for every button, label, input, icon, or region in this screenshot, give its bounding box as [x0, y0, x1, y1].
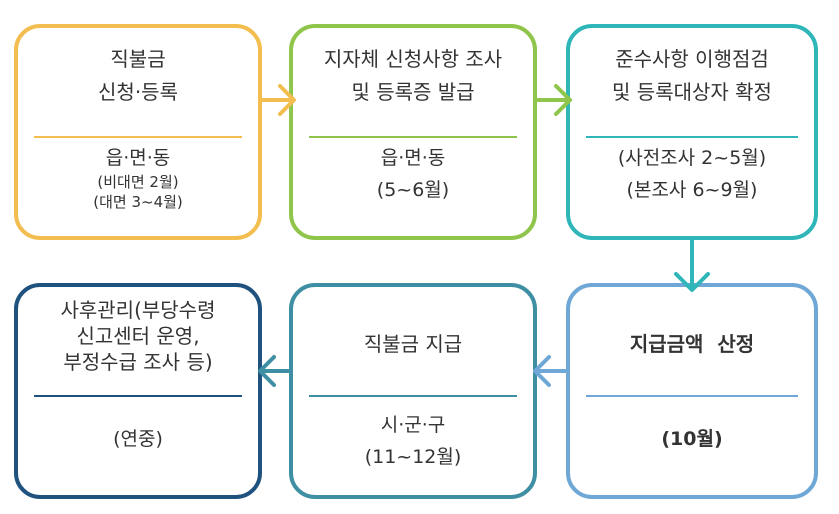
step-2-period: (5~6월)	[376, 178, 450, 201]
step-1-details: 읍·면·동 (비대면 2월) (대면 3~4월)	[18, 146, 258, 212]
step-5-title: 직불금 지급	[363, 332, 463, 356]
step-2-box: 지자체 신청사항 조사 및 등록증 발급 읍·면·동 (5~6월)	[289, 24, 537, 240]
step-6-box: 사후관리(부당수령 신고센터 운영, 부정수급 조사 등) (연중)	[14, 283, 262, 499]
step-1-title-line1: 직불금	[110, 47, 166, 71]
step-6-title: 사후관리(부당수령 신고센터 운영, 부정수급 조사 등)	[18, 297, 258, 375]
step-3-title: 준수사항 이행점검 및 등록대상자 확정	[570, 46, 814, 106]
step-2-divider	[309, 136, 517, 138]
step-4-divider	[586, 395, 798, 397]
step-3-divider	[586, 136, 798, 138]
step-6-title-line1: 사후관리(부당수령	[60, 298, 216, 322]
step-5-box: 직불금 지급 시·군·구 (11~12월)	[289, 283, 537, 499]
step-4-box: 지급금액 산정 (10월)	[566, 283, 818, 499]
step-2-title: 지자체 신청사항 조사 및 등록증 발급	[293, 46, 533, 106]
step-6-divider	[34, 395, 242, 397]
step-1-agency: 읍·면·동	[105, 147, 171, 169]
step-1-title-line2: 신청·등록	[98, 80, 178, 104]
step-4-title: 지급금액 산정	[629, 332, 755, 356]
step-3-title-line1: 준수사항 이행점검	[615, 47, 769, 71]
step-2-title-line1: 지자체 신청사항 조사	[323, 47, 503, 71]
step-1-title: 직불금 신청·등록	[18, 46, 258, 106]
step-5-agency: 시·군·구	[380, 414, 446, 436]
step-3-period-line2: (본조사 6~9월)	[626, 178, 758, 201]
step-1-box: 직불금 신청·등록 읍·면·동 (비대면 2월) (대면 3~4월)	[14, 24, 262, 240]
step-2-details: 읍·면·동 (5~6월)	[293, 146, 533, 203]
step-5-details: 시·군·구 (11~12월)	[293, 413, 533, 470]
step-5-period: (11~12월)	[364, 445, 462, 468]
step-3-details: (사전조사 2~5월) (본조사 6~9월)	[570, 146, 814, 203]
step-3-period-line1: (사전조사 2~5월)	[617, 147, 767, 169]
arrow-left-icon	[533, 355, 567, 387]
step-2-agency: 읍·면·동	[380, 147, 446, 169]
step-3-title-line2: 및 등록대상자 확정	[612, 80, 772, 104]
step-1-note-line1: (비대면 2월)	[97, 172, 179, 191]
step-1-divider	[34, 136, 242, 138]
step-6-title-line2: 신고센터 운영,	[76, 324, 200, 348]
step-2-title-line2: 및 등록증 발급	[351, 80, 475, 104]
step-1-note-line2: (대면 3~4월)	[93, 192, 183, 211]
step-3-box: 준수사항 이행점검 및 등록대상자 확정 (사전조사 2~5월) (본조사 6~…	[566, 24, 818, 240]
step-6-title-line3: 부정수급 조사 등)	[63, 350, 213, 374]
arrow-left-icon	[258, 355, 290, 387]
step-4-period: (10월)	[661, 428, 723, 450]
step-6-period: (연중)	[113, 428, 163, 450]
step-5-divider	[309, 395, 517, 397]
